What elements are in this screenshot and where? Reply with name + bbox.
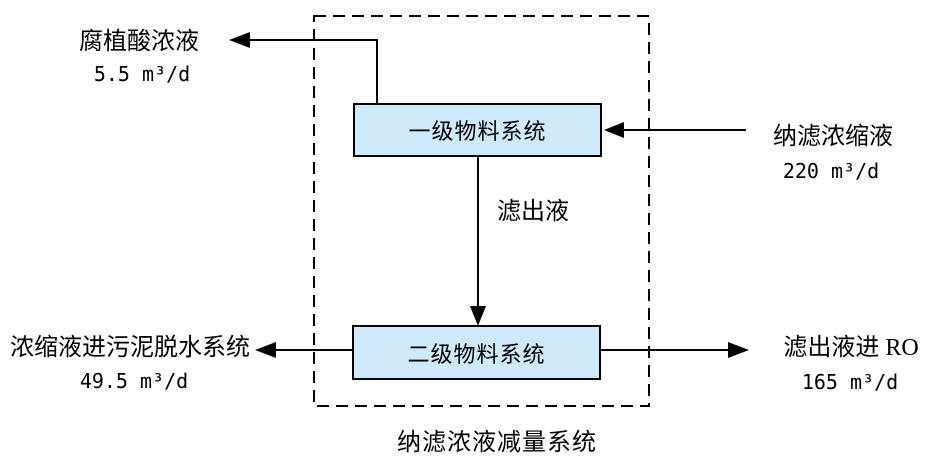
ro-flow-label: 滤出液进 RO (783, 334, 919, 361)
nf-concentrate-left-arrowhead-icon (604, 122, 624, 138)
primary-material-system-box: 一级物料系统 (353, 103, 602, 157)
system-boundary-dashed-rect (313, 15, 650, 407)
ro-right-arrowhead-icon (728, 342, 749, 358)
filtrate-flow-label: 滤出液 (497, 198, 569, 225)
nf-concentrate-flow-value: 220 m³/d (782, 159, 880, 183)
humic-acid-flow-label: 腐植酸浓液 (79, 28, 199, 55)
humic-acid-left-arrowhead-icon (229, 32, 250, 48)
ro-flow-value: 165 m³/d (801, 370, 899, 394)
secondary-material-system-box: 二级物料系统 (352, 325, 601, 380)
secondary-material-system-label: 二级物料系统 (407, 341, 546, 367)
sludge-dewatering-flow-label: 浓缩液进污泥脱水系统 (10, 334, 250, 361)
primary-material-system-label: 一级物料系统 (408, 119, 547, 144)
humic-acid-flow-value: 5.5 m³/d (93, 62, 191, 86)
diagram-caption: 纳滤浓液减量系统 (397, 429, 597, 456)
filtrate-down-arrowhead-icon (470, 306, 486, 326)
sludge-left-arrowhead-icon (255, 342, 276, 358)
sludge-dewatering-flow-value: 49.5 m³/d (79, 369, 189, 393)
nf-concentrate-flow-label: 纳滤浓缩液 (773, 123, 893, 150)
humic-acid-flow-line (248, 39, 378, 103)
